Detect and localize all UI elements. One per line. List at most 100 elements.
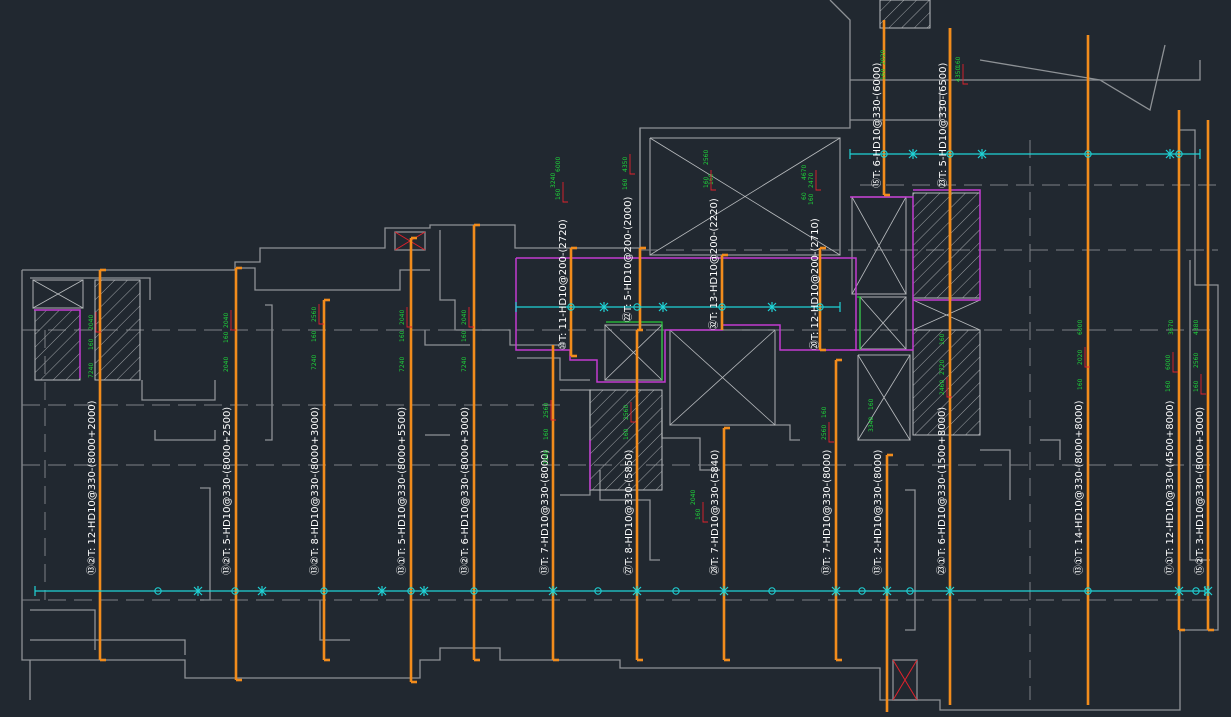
distribution-mark (719, 586, 729, 596)
dimension-annotation: 2040 (88, 312, 101, 333)
dimension-annotation: 2040 (399, 307, 412, 328)
dimension-annotation: 2720 (939, 360, 946, 375)
rebar-label: ㉓T: 5-HD10@330-(6500) (937, 62, 949, 188)
rebar-label: ⑬T: 2-HD10@330-(8000) (872, 449, 884, 575)
dimension-text: 2560 (623, 405, 630, 420)
distribution-mark (658, 302, 668, 312)
rebar-bar (409, 236, 417, 684)
rebar-bar (1177, 110, 1185, 632)
rebar-bars (98, 20, 1214, 712)
rebar-label: ㉗T: 8-HD10@330-(5850) (623, 449, 635, 575)
dimension-text: 4350 (955, 67, 962, 82)
dimension-text: 7240 (461, 357, 468, 372)
bar-node (231, 587, 239, 595)
dimension-text: 60 (801, 192, 808, 200)
distribution-line (515, 302, 841, 312)
distribution-lines (34, 149, 1213, 596)
dimension-annotation: 160 (623, 428, 630, 440)
dimension-text: 4670 (801, 165, 808, 180)
distribution-mark (1203, 586, 1213, 596)
dimension-annotation: 160 (880, 68, 887, 80)
dimension-annotation: 160 (223, 331, 230, 343)
dimension-annotation: 7240 (311, 355, 318, 370)
dimension-text: 3670 (1168, 320, 1175, 335)
distribution-mark (377, 586, 387, 596)
dimension-text: 160 (223, 331, 230, 343)
bar-node (946, 150, 954, 158)
dimension-text: 160 (311, 330, 318, 342)
bar-node (470, 587, 478, 595)
dimension-annotation: 4380 (1193, 320, 1200, 335)
rebar-bar (818, 246, 826, 352)
rebar-bar (1206, 120, 1214, 632)
dimension-text: 4380 (1193, 320, 1200, 335)
dimension-annotation: 4350 (955, 64, 968, 85)
dimension-annotation: 4670 (801, 165, 808, 180)
rebar-label: ⑬②T: 12-HD10@330-(8000+2000) (86, 400, 98, 575)
dimension-text: 2560 (311, 307, 318, 322)
dimension-text: 2020 (1077, 350, 1084, 365)
dimension-text: 2040 (223, 313, 230, 328)
bar-node (594, 587, 602, 595)
rebar-bar (551, 345, 559, 662)
dimension-annotation: 7240 (399, 357, 406, 372)
distribution-mark (548, 586, 558, 596)
dimension-annotation: 3240 (550, 173, 557, 188)
bar-node (816, 303, 824, 311)
dimension-text: 6000 (1077, 320, 1084, 335)
distribution-mark (831, 586, 841, 596)
dimension-text: 2460 (939, 380, 946, 395)
dimension-text: 3340 (868, 417, 875, 432)
dimension-text: 3240 (550, 173, 557, 188)
distribution-mark (1165, 149, 1175, 159)
rebar-label: ⑬①T: 14-HD10@330-(8000+8000) (1073, 400, 1085, 575)
dimension-text: 160 (695, 508, 702, 520)
dimension-text: 160 (708, 173, 715, 185)
distribution-mark (419, 586, 429, 596)
bar-node (1175, 150, 1183, 158)
dimension-annotation: 160 (808, 193, 815, 205)
dimension-annotation: 160 (939, 333, 946, 345)
dimension-annotation: 3340 (868, 417, 875, 432)
dimension-text: 160 (1165, 380, 1172, 392)
rebar-bar (472, 223, 480, 662)
dimension-text: 160 (543, 428, 550, 440)
distribution-mark (1174, 586, 1184, 596)
bar-node (567, 303, 575, 311)
dimension-annotation: 2560 (543, 400, 556, 421)
bar-node (768, 587, 776, 595)
dimension-annotation: 2020 (1077, 347, 1090, 368)
dimension-annotation: 2560 (1193, 353, 1200, 368)
rebar-label: ⑬①T: 5-HD10@330-(8000+5500) (396, 407, 408, 575)
rebar-label: ⑬②T: 6-HD10@330-(8000+3000) (459, 407, 471, 575)
bar-node (633, 303, 641, 311)
distribution-mark (767, 302, 777, 312)
dimension-text: 160 (623, 428, 630, 440)
dimension-text: 160 (955, 56, 962, 68)
dimension-text: 7240 (543, 450, 550, 465)
dimension-annotation: 2040 (223, 310, 236, 331)
dimension-text: 160 (880, 68, 887, 80)
dimension-annotation: 160 (622, 178, 629, 190)
dimension-text: 2040 (88, 315, 95, 330)
dimension-annotation: 2040 (461, 307, 474, 328)
bar-node (407, 587, 415, 595)
dimension-annotation: 160 (1077, 378, 1084, 390)
shafts (32, 137, 981, 701)
dimension-annotation: 2560 (703, 150, 710, 165)
rebar-label: ⑩T: 11-HD10@200-(2720) (558, 219, 569, 350)
dimension-text: 2470 (808, 173, 815, 188)
dimension-annotations: 2040 160 7240 2040 160 2040 2560 160 7240 2040 160… (88, 50, 1206, 523)
dimension-annotation: 6000 (555, 157, 562, 172)
rebar-label: ㉜T: 13-HD10@200-(2220) (708, 198, 720, 330)
distribution-mark (977, 149, 987, 159)
dimension-text: 2040 (223, 357, 230, 372)
dimension-annotation: 6000 (1077, 320, 1084, 335)
dimension-text: 2560 (703, 150, 710, 165)
dimension-text: 2040 (399, 310, 406, 325)
rebar-label: ⑮T: 6-HD10@330-(6000) (871, 62, 883, 188)
dimension-text: 6000 (1165, 355, 1172, 370)
dimension-annotation: 160 (821, 406, 828, 418)
dimension-annotation: 2560 (821, 422, 834, 443)
